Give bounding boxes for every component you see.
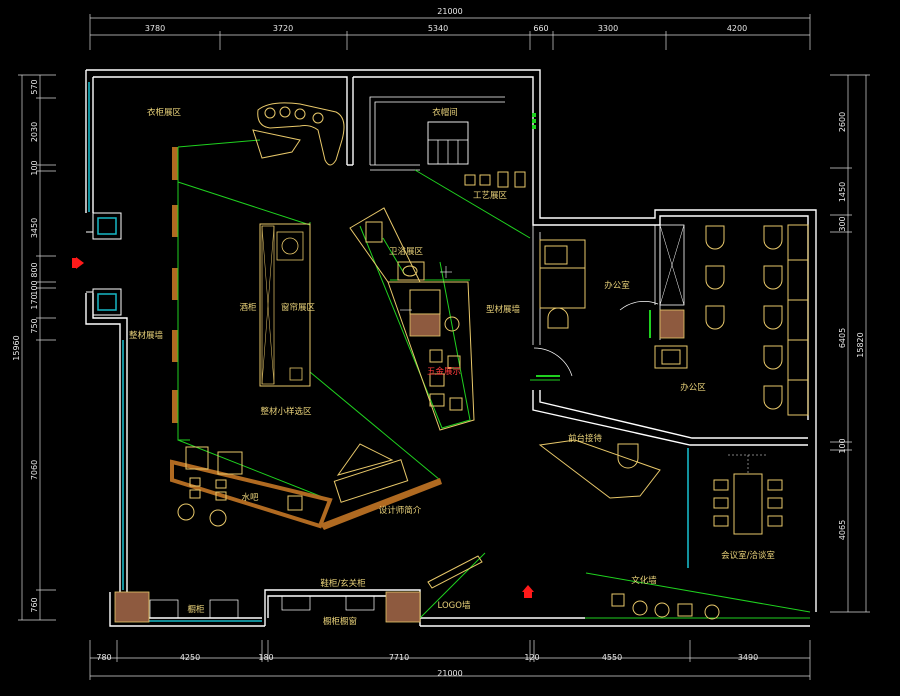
entrance-columns <box>86 212 122 316</box>
dim-bottom-4: 7710 <box>389 653 409 662</box>
dim-left-6: 100 <box>30 280 39 295</box>
label-panel-wall-right: 型材展墙 <box>486 304 521 315</box>
dim-bottom-6: 4550 <box>602 653 622 662</box>
label-reception: 前台接待 <box>568 433 603 444</box>
water-bar <box>170 446 333 529</box>
label-wardrobe-area: 衣柜展区 <box>147 107 182 118</box>
bottom-dimensions: 780 4250 180 7710 120 4550 3490 21000 <box>89 640 811 680</box>
wardrobe-display <box>252 102 345 166</box>
label-entrance-cabinet: 鞋柜/玄关柜 <box>320 578 366 589</box>
dim-left-4: 3450 <box>30 218 39 238</box>
designer-lounge <box>320 443 442 530</box>
dim-left-5: 800 <box>30 262 39 277</box>
dim-right-5: 100 <box>838 438 847 453</box>
dim-right-6: 4065 <box>838 520 847 540</box>
dim-right-total: 15820 <box>856 332 865 357</box>
dim-bottom-total: 21000 <box>437 669 462 678</box>
label-office-area: 办公区 <box>680 382 706 393</box>
dim-left-9: 7060 <box>30 460 39 480</box>
reception-desk <box>538 439 661 499</box>
dim-top-5: 3300 <box>598 24 618 33</box>
dim-right-3: 300 <box>838 216 847 231</box>
dim-left-total: 15960 <box>12 335 21 360</box>
dim-top-total: 21000 <box>437 7 462 16</box>
glass-walls <box>88 82 689 622</box>
label-shoe-cabinet: 酒柜 <box>239 302 257 313</box>
meeting-table <box>713 454 783 535</box>
dim-left-7: 170 <box>30 294 39 309</box>
label-cloakroom: 衣帽间 <box>432 107 458 118</box>
culture-wall-items <box>611 593 720 620</box>
dim-bottom-3: 180 <box>258 653 273 662</box>
room-labels: 衣柜展区 衣帽间 工艺展区 卫浴展区 五金展示 整材展墙 型材展墙 酒柜 窗帘展… <box>129 107 775 627</box>
label-logo-wall: LOGO墙 <box>438 600 471 611</box>
dim-bottom-1: 780 <box>96 653 111 662</box>
label-window-area: 窗帘展区 <box>281 302 316 313</box>
dim-right-2: 1450 <box>838 182 847 202</box>
label-hardware-area: 五金展示 <box>427 366 461 377</box>
dim-right-1: 2600 <box>838 112 847 132</box>
label-cabinet-window: 橱柜橱窗 <box>323 616 357 627</box>
dim-top-3: 5340 <box>428 24 448 33</box>
label-designer-intro: 设计师简介 <box>379 505 422 516</box>
dim-top-4: 660 <box>533 24 548 33</box>
label-cabinet-bottom: 橱柜 <box>187 604 205 615</box>
dim-left-10: 760 <box>30 597 39 612</box>
label-office: 办公室 <box>604 280 630 291</box>
craft-display <box>464 171 526 188</box>
office-area-desks <box>659 224 809 416</box>
office-furniture <box>533 239 688 377</box>
dim-bottom-7: 3490 <box>738 653 758 662</box>
outer-walls <box>85 69 817 627</box>
left-dimensions: 15960 570 2030 100 3450 800 100 170 750 … <box>12 74 56 621</box>
label-culture-wall: 文化墙 <box>631 575 657 586</box>
entry-arrow-bottom <box>522 585 534 598</box>
entry-arrow-left <box>72 257 84 269</box>
dim-bottom-5: 120 <box>524 653 539 662</box>
dim-top-2: 3720 <box>273 24 293 33</box>
dim-top-1: 3780 <box>145 24 165 33</box>
label-sample-area: 整材小样选区 <box>260 406 312 417</box>
dim-left-8: 750 <box>30 318 39 333</box>
dim-left-3: 100 <box>30 160 39 175</box>
label-meeting-room: 会议室/洽谈室 <box>721 550 775 561</box>
curtain-display <box>259 223 311 387</box>
bottom-cabinets <box>114 555 483 623</box>
panel-wall-left <box>172 147 178 423</box>
dim-bottom-2: 4250 <box>180 653 200 662</box>
bath-display <box>349 207 475 431</box>
dim-left-1: 570 <box>30 79 39 94</box>
label-panel-wall-left: 整材展墙 <box>129 330 164 341</box>
label-water-bar: 水吧 <box>241 492 259 503</box>
top-dimensions: 21000 3780 3720 5340 660 3300 4200 <box>89 7 811 50</box>
label-bath-area: 卫浴展区 <box>389 246 424 257</box>
display-outlines <box>177 139 811 619</box>
dim-top-6: 4200 <box>727 24 747 33</box>
dim-right-4: 6405 <box>838 328 847 348</box>
label-craft-area: 工艺展区 <box>473 191 508 201</box>
cloakroom-shelves <box>427 113 536 165</box>
dim-left-2: 2030 <box>30 122 39 142</box>
right-dimensions: 2600 1450 300 6405 100 4065 15820 <box>830 74 870 613</box>
